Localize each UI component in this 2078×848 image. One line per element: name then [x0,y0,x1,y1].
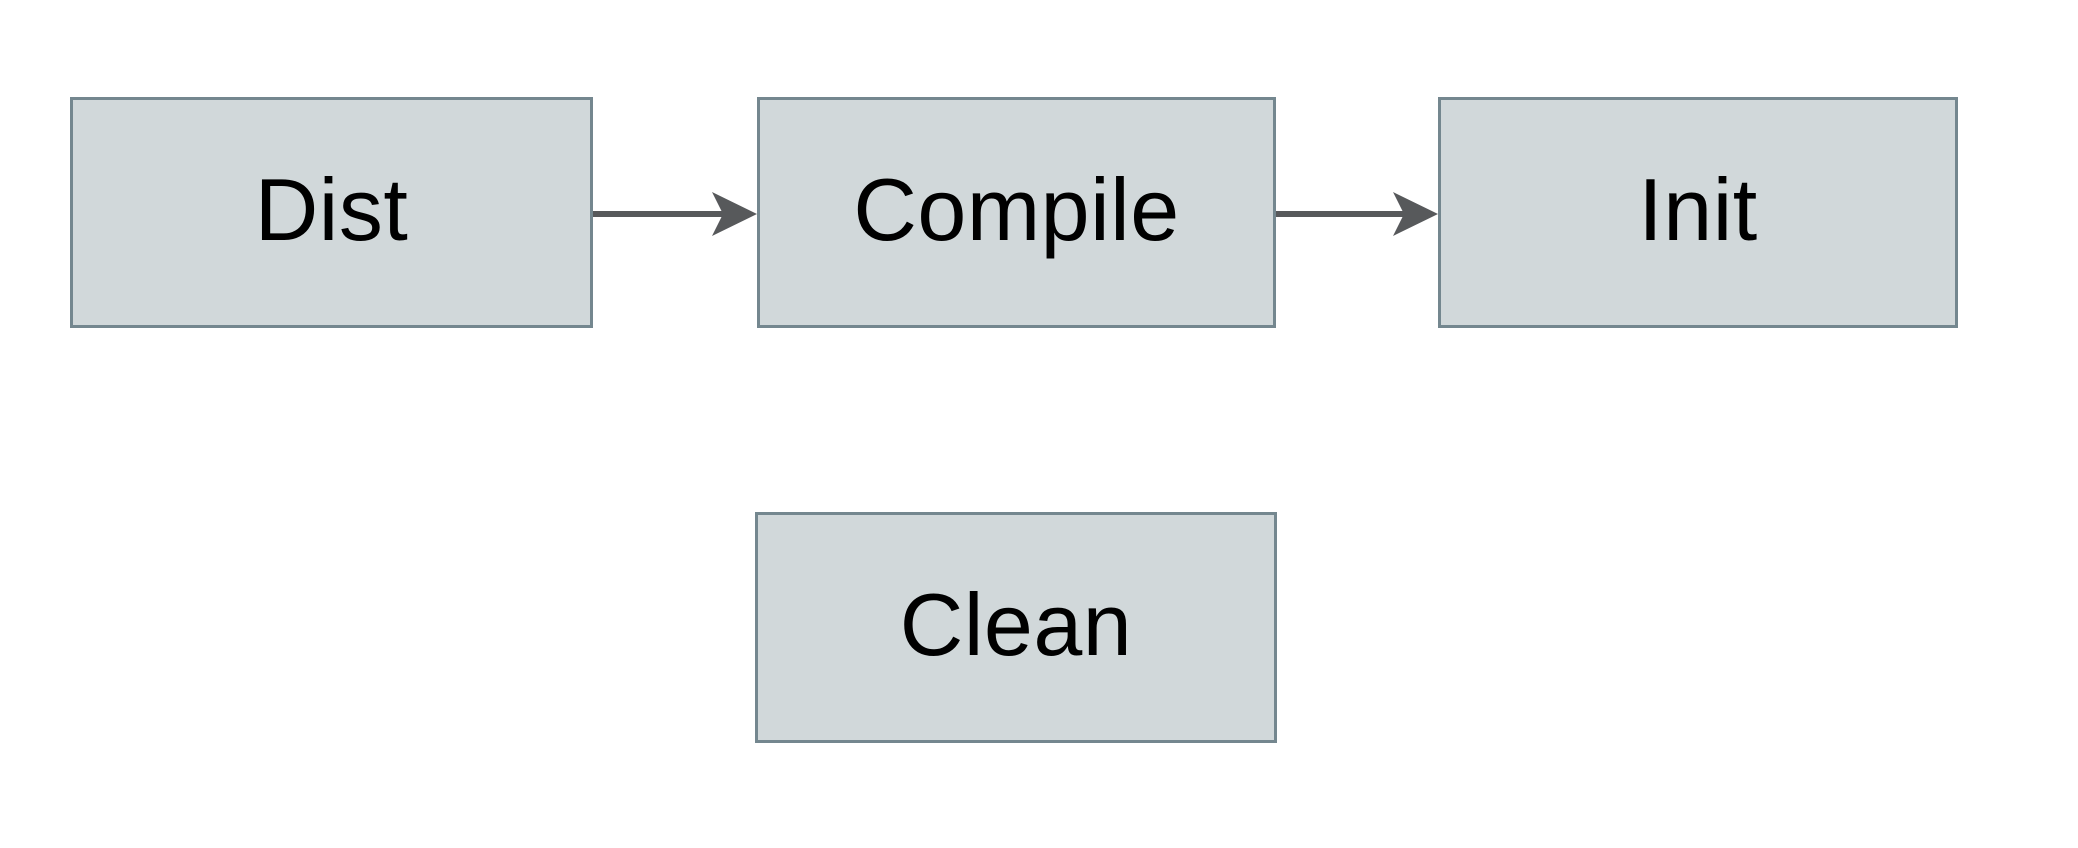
arrow-dist-to-compile [593,192,757,236]
node-compile-label: Compile [853,159,1180,259]
arrowhead-icon [712,192,757,236]
node-dist: Dist [70,97,593,328]
node-clean-label: Clean [899,574,1133,674]
node-init: Init [1438,97,1958,328]
node-clean: Clean [755,512,1277,743]
node-compile: Compile [757,97,1276,328]
node-dist-label: Dist [254,159,409,259]
arrow-compile-to-init [1276,192,1438,236]
node-init-label: Init [1638,159,1758,259]
arrowhead-icon [1393,192,1438,236]
